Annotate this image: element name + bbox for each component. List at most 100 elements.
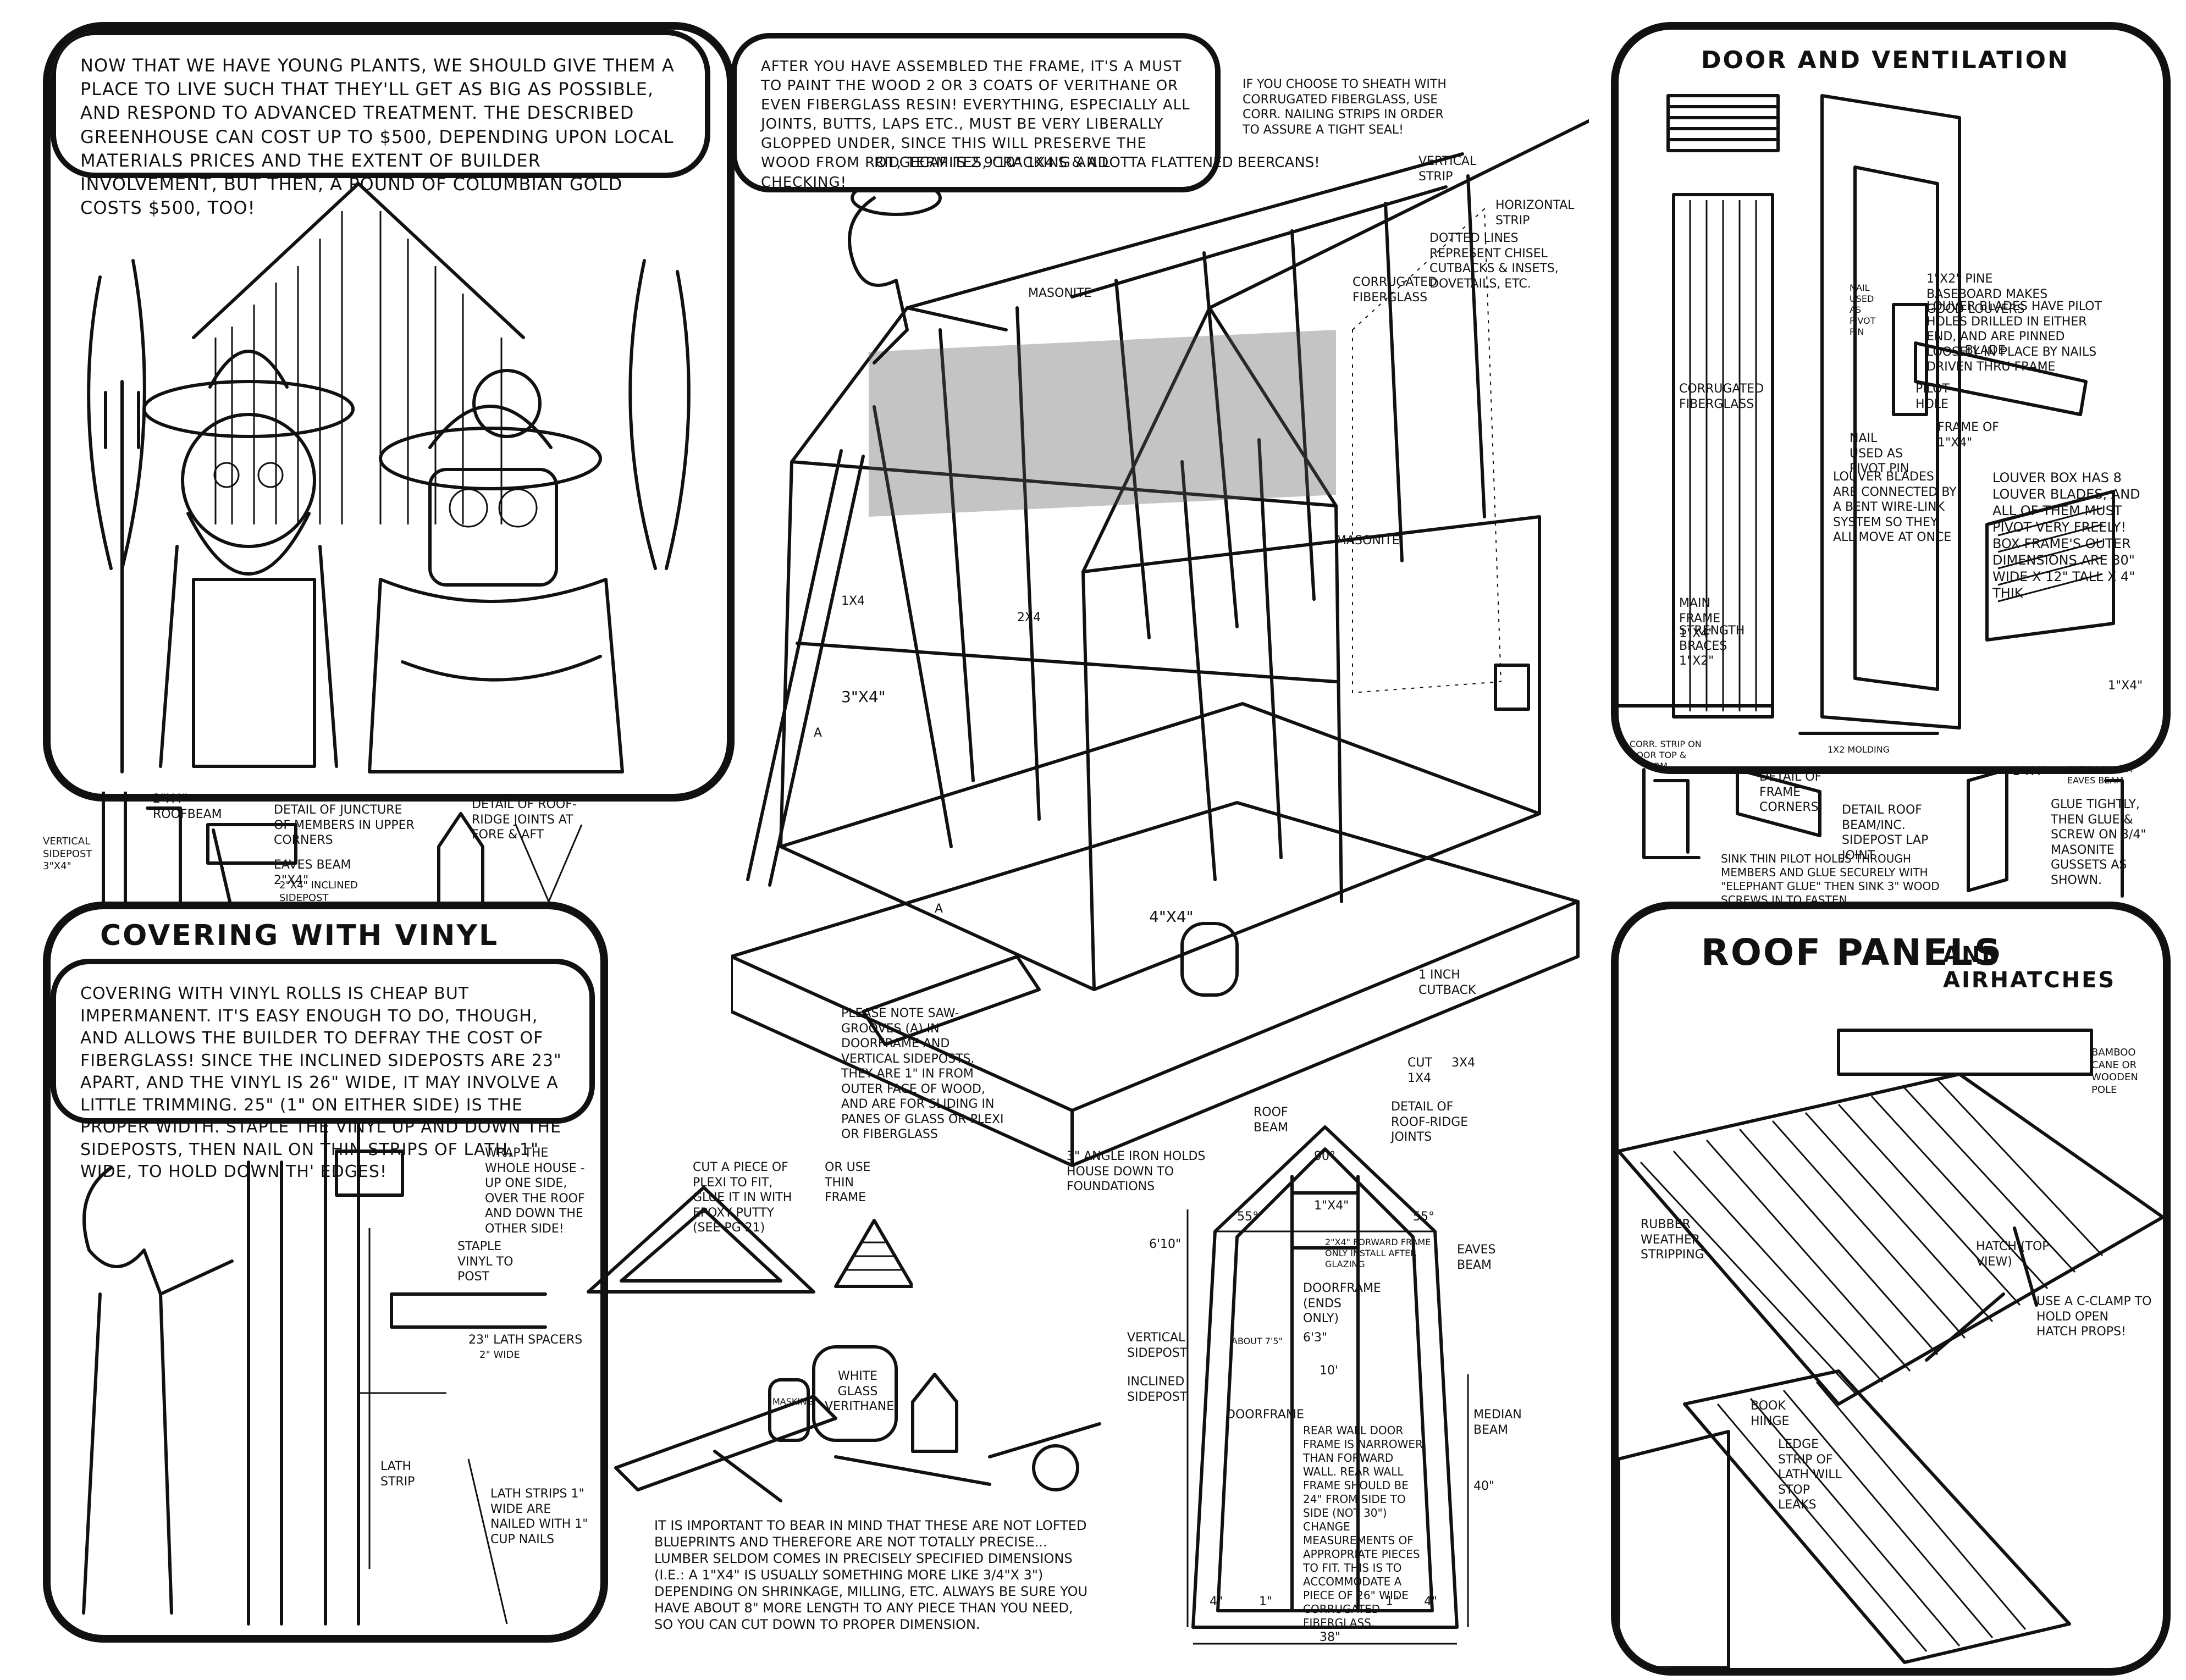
corrugated-fiberglass-door: CORRUGATED FIBERGLASS (1679, 382, 1764, 411)
height-6-10: 6'10" (1149, 1237, 1182, 1251)
nail-pivot-label-2: NAIL USED AS PIVOT PIN (1850, 432, 1909, 476)
vertical-sidepost-end: VERTICAL SIDEPOST (1127, 1331, 1188, 1360)
right-angle: 55° (1413, 1210, 1434, 1224)
door-ventilation-title: DOOR AND VENTILATION (1701, 46, 2069, 74)
angle-iron-note: 3" ANGLE IRON HOLDS HOUSE DOWN TO FOUNDA… (1067, 1150, 1206, 1193)
horizontal-strip-label: HORIZONTAL STRIP (1495, 198, 1575, 228)
base-4-left: 4" (1210, 1595, 1223, 1609)
hatch-label: HATCH (TOP VIEW) (1976, 1240, 2050, 1269)
lath-spacers-label: 23" LATH SPACERS (468, 1333, 583, 1347)
top-member: 1"x4" (1314, 1199, 1349, 1213)
label-a-bottom: A (935, 902, 943, 916)
airhatches-subtitle: AND AIRHATCHES (1943, 942, 2116, 993)
intro-panel: NOW THAT WE HAVE YOUNG PLANTS, WE SHOULD… (43, 22, 735, 802)
ridge-joints-label: DETAIL OF ROOF-RIDGE JOINTS AT FORE & AF… (472, 798, 577, 842)
roof-panels-drawing (1619, 1029, 2163, 1668)
vinyl-title: COVERING WITH VINYL (100, 919, 499, 952)
frame-speech-bubble: AFTER YOU HAVE ASSEMBLED THE FRAME, IT'S… (731, 33, 1221, 192)
inclined-sidepost-label: 2"x4" INCLINED SIDEPOST (279, 880, 358, 904)
greenhouse-frame-area: AFTER YOU HAVE ASSEMBLED THE FRAME, IT'S… (731, 22, 1589, 1231)
lath-strips-note: LATH STRIPS 1" WIDE ARE NAILED WITH 1" C… (490, 1487, 588, 1546)
c-clamp-note: USE A C-CLAMP TO HOLD OPEN HATCH PROPS! (2036, 1295, 2152, 1339)
height-40: 40" (1473, 1479, 1495, 1493)
label-a-left: A (814, 726, 822, 740)
dim-4x4: 4"x4" (1149, 908, 1194, 926)
ridge-detail-label: DETAIL OF ROOF-RIDGE JOINTS (1391, 1100, 1469, 1144)
strength-braces-label: STRENGTH BRACES 1"x2" (1679, 624, 1745, 668)
inch-cutback-label: 1 INCH CUTBACK (1418, 968, 1476, 997)
joint-details-strip: 2"x4" ROOFBEAM VERTICAL SIDEPOST 3"x4" D… (43, 792, 593, 913)
inclined-sidepost-end: INCLINED SIDEPOST (1127, 1375, 1188, 1404)
rubber-stripping-label: RUBBER WEATHER STRIPPING (1641, 1218, 1704, 1262)
corrugated-fiberglass-label: CORRUGATED FIBERGLASS (1353, 275, 1438, 305)
book-hinge-label: BOOK HINGE (1751, 1399, 1790, 1428)
farmers-illustration (87, 182, 691, 773)
frame-1x4-label: FRAME OF 1"x4" (1937, 421, 1999, 450)
molding-label: 1x2 MOLDING (1828, 744, 1890, 755)
roofbeam-label: 2"x4" ROOFBEAM (153, 792, 222, 821)
pilot-holes-note: LOUVER BLADES HAVE PILOT HOLES DRILLED I… (1926, 300, 2102, 374)
staple-label: STAPLE VINYL TO POST (457, 1240, 514, 1284)
roof-panels-panel: ROOF PANELS AND AIRHATCHES BAMBOO CANE O… (1611, 902, 2171, 1676)
dim-2x4: 2x4 (1017, 611, 1041, 625)
doorframe-label: DOORFRAME (1226, 1408, 1304, 1422)
cut-1x4-label: CUT 1x4 (1407, 1056, 1432, 1085)
plexi-triangle-drawing (587, 1186, 913, 1294)
base-width: 38" (1320, 1631, 1341, 1644)
sheath-note: IF YOU CHOOSE TO SHEATH WITH CORRUGATED … (1243, 78, 1447, 137)
base-1-right: 1" (1385, 1595, 1399, 1609)
nail-pivot-label: NAIL USED AS PIVOT PIN (1850, 283, 1876, 337)
lofted-blueprints-note: IT IS IMPORTANT TO BEAR IN MIND THAT THE… (654, 1518, 1088, 1632)
eaves-beam-label-end: EAVES BEAM (1457, 1243, 1496, 1272)
corner-details-drawing (1642, 768, 2124, 898)
ridge-angle: 90° (1314, 1150, 1335, 1163)
left-angle: 55° (1237, 1210, 1258, 1224)
rear-wall-note: REAR WALL DOOR FRAME IS NARROWER THAN FO… (1303, 1424, 1423, 1629)
corner-dim-1x4: 1"x4" (2012, 765, 2047, 778)
greenhouse-frame-drawing (731, 119, 1589, 1167)
intro-speech-bubble: NOW THAT WE HAVE YOUNG PLANTS, WE SHOULD… (51, 30, 710, 218)
dotted-lines-note: DOTTED LINES REPRESENT CHISEL CUTBACKS &… (1429, 231, 1559, 291)
main-frame-label: MAIN FRAME 1"x4" (1679, 596, 1720, 640)
pilot-holes-glue-note: SINK THIN PILOT HOLES THROUGH MEMBERS AN… (1721, 852, 1940, 907)
eaves-beam-label: EAVES BEAM 2"x4" (274, 858, 351, 887)
masking-tape-label: MASKING (772, 1396, 814, 1407)
pilot-hole-label: PILOT HOLE (1915, 382, 1950, 411)
dim-3x4-b: 3x4 (1451, 1056, 1476, 1070)
roof-beam-lap-label: DETAIL ROOF BEAM/INC. SIDEPOST LAP JOINT (1842, 803, 1929, 863)
masonite-label-mid: MASONITE (1336, 534, 1400, 548)
dim-3x4: 3"x4" (841, 688, 886, 706)
height-6-3: 6'3" (1303, 1331, 1328, 1345)
median-beam-label: MEDIAN BEAM (1473, 1408, 1522, 1437)
masonite-label-top: MASONITE (1028, 286, 1092, 300)
corner-details-strip: DETAIL OF FRAME CORNERS DETAIL ROOF BEAM… (1611, 759, 2161, 907)
doorframe-ends-label: DOORFRAME (ENDS ONLY) (1303, 1281, 1381, 1325)
louver-box-note: LOUVER BOX HAS 8 LOUVER BLADES, AND ALL … (1992, 470, 2140, 601)
vertical-sidepost-label: VERTICAL SIDEPOST 3"x4" (43, 836, 92, 872)
saw-grooves-note: PLEASE NOTE SAW-GROOVES (A) IN DOORFRAME… (841, 1007, 1004, 1141)
blade-label: BLADE (1965, 344, 2006, 357)
base-4-right: 4" (1424, 1595, 1438, 1609)
ledge-strip-label: LEDGE STRIP OF LATH WILL STOP LEAKS (1778, 1438, 1842, 1512)
louver-link-note: LOUVER BLADES ARE CONNECTED BY A BENT WI… (1833, 470, 1957, 544)
baseboard-label: 1"x2" PINE BASEBOARD MAKES GOOD LOUVERS (1926, 272, 2048, 316)
lath-spacers-width: 2" WIDE (479, 1349, 520, 1361)
cut-back-eaves-label: CUT BACK FOR EAVES BEAM (2067, 764, 2133, 786)
vinyl-illustration (82, 1089, 547, 1626)
height-approx: ABOUT 7'5" (1232, 1336, 1283, 1346)
base-1-left: 1" (1259, 1595, 1273, 1609)
tools-illustration-area: WHITE GLASS VERITHANE MASKING (605, 1336, 1122, 1512)
wrap-label: WRAP THE WHOLE HOUSE - UP ONE SIDE, OVER… (485, 1146, 585, 1236)
juncture-label: DETAIL OF JUNCTURE OF MEMBERS IN UPPER C… (274, 803, 415, 847)
vinyl-panel: COVERING WITH VINYL COVERING WITH VINYL … (43, 902, 608, 1643)
roof-panels-title: ROOF PANELS (1701, 931, 2002, 974)
lath-strip-label: LATH STRIP (380, 1460, 415, 1489)
height-10: 10' (1320, 1364, 1339, 1378)
vertical-strip-label: VERTICAL STRIP (1418, 154, 1477, 184)
corr-strip-label: CORR. STRIP ON DOOR TOP & BOTTOM (1630, 739, 1702, 771)
or-use-label: OR USE THIN FRAME (825, 1160, 871, 1204)
plexi-detail: CUT A PIECE OF PLEXI TO FIT, GLUE IT IN … (583, 1149, 913, 1314)
end-frame-drawing (1186, 1125, 1469, 1645)
vinyl-speech-bubble: COVERING WITH VINYL ROLLS IS CHEAP BUT I… (51, 959, 595, 1181)
forward-frame-note: 2"x4" FORWARD FRAME ONLY INSTALL AFTER G… (1325, 1237, 1431, 1269)
